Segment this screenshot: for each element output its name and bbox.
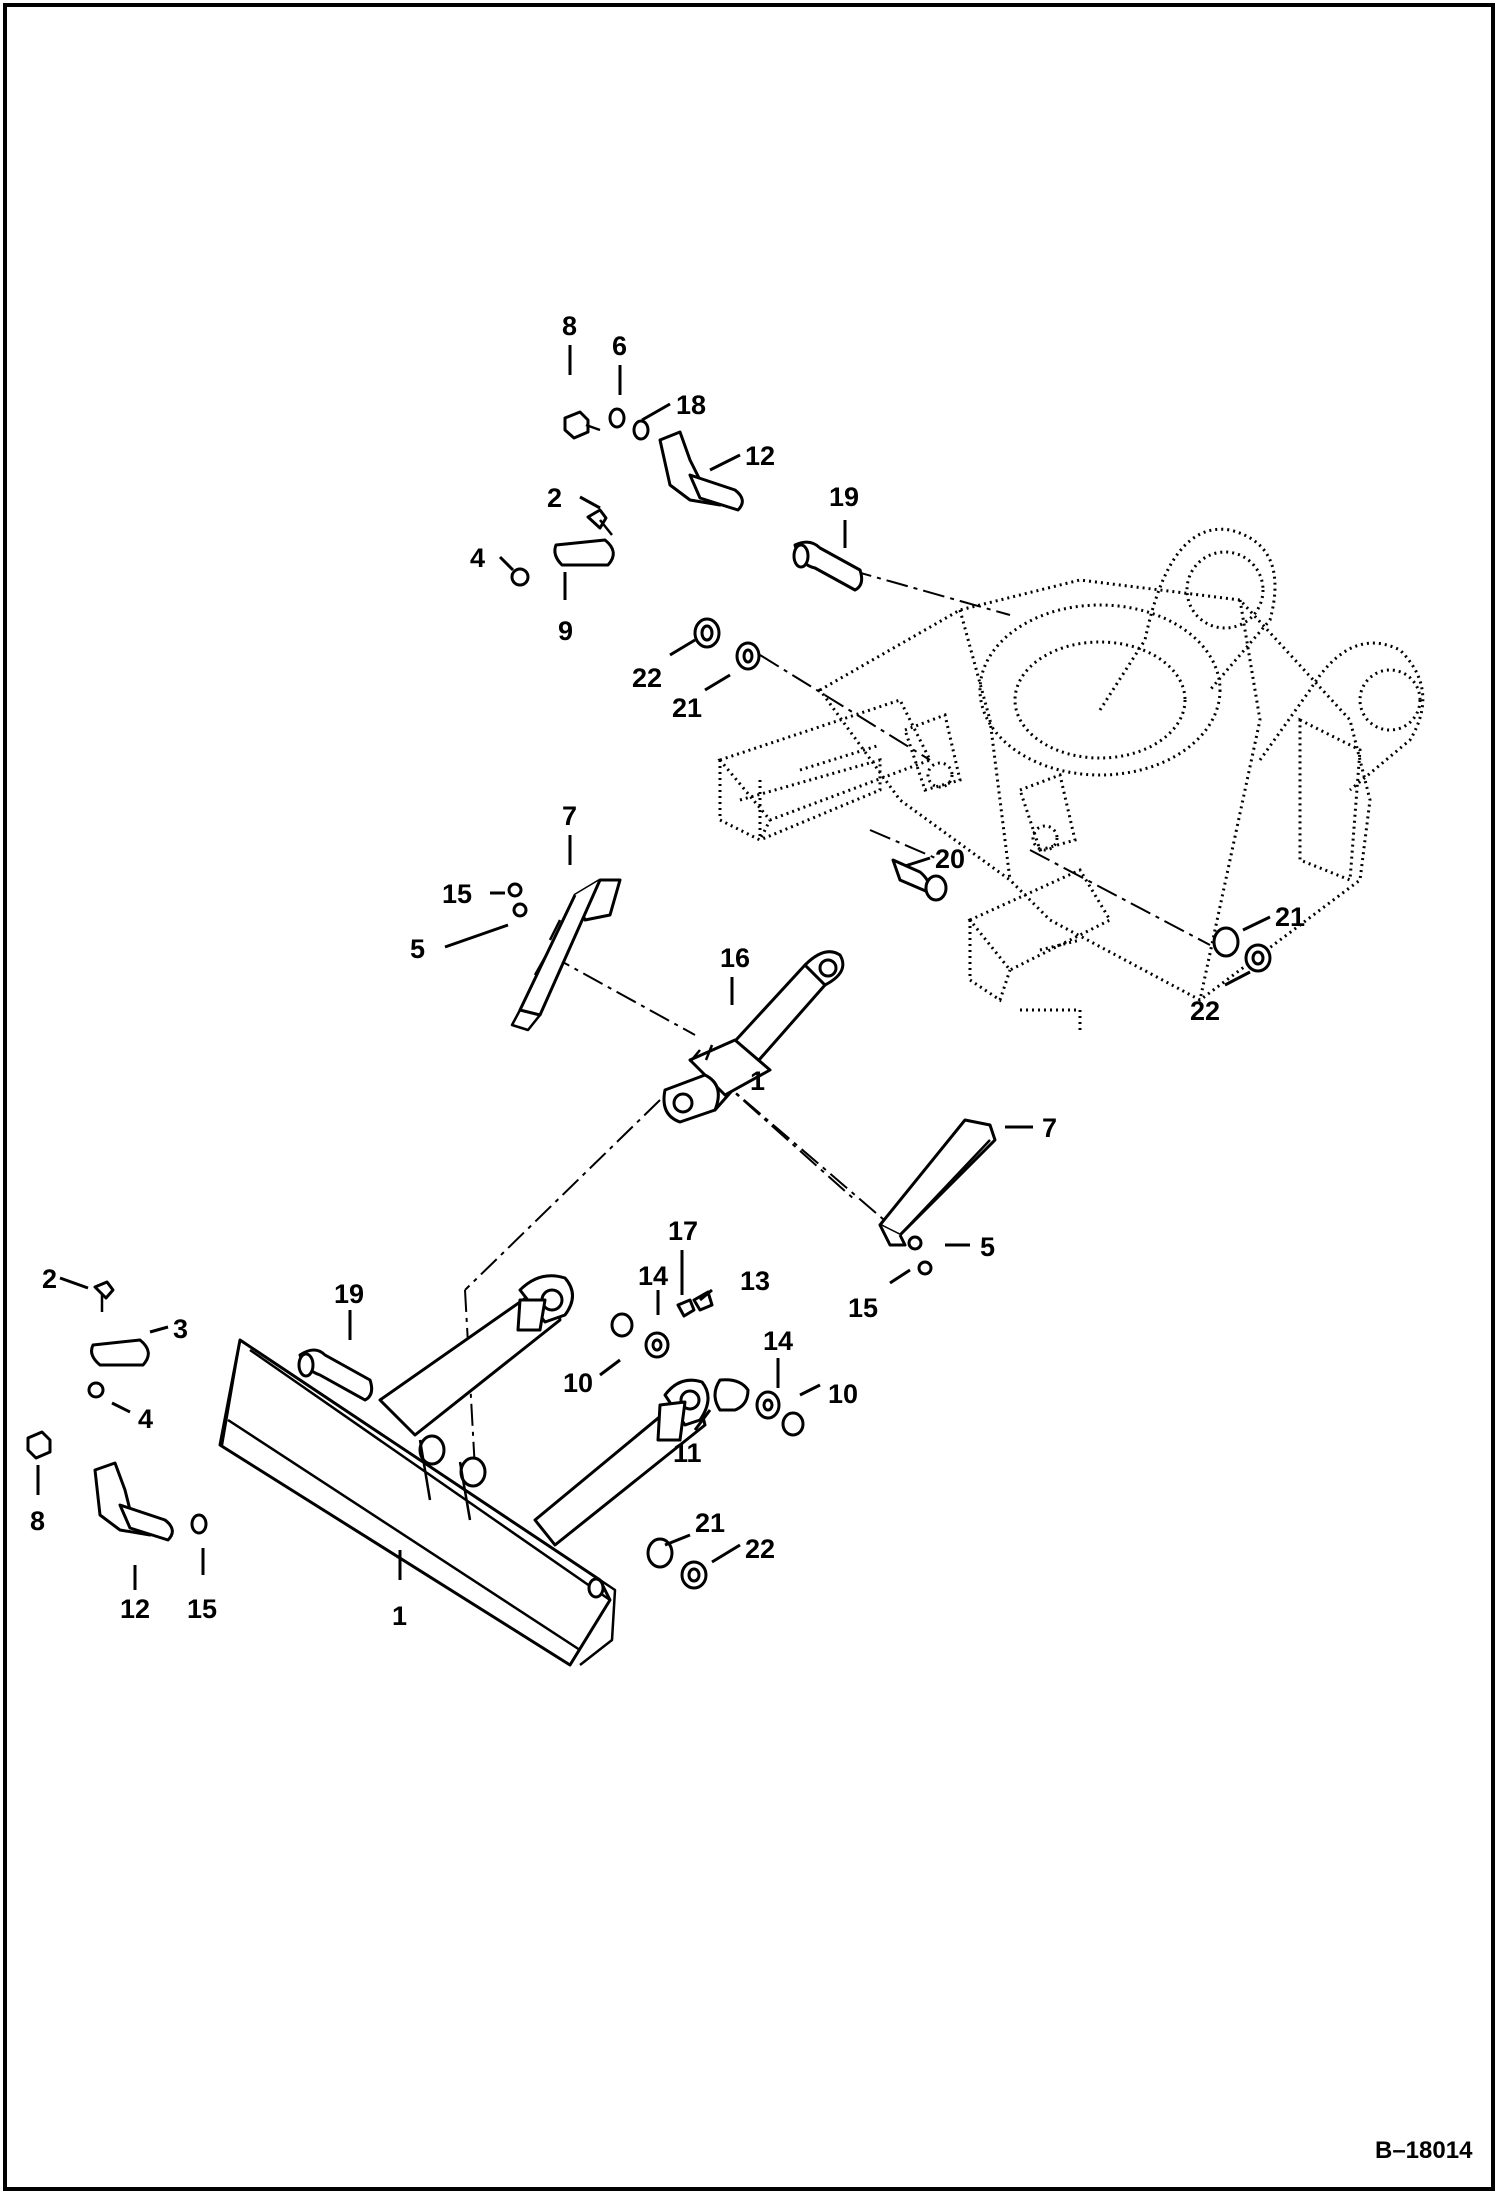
page-border [3, 3, 1495, 2191]
callout-5-lower: 5 [980, 1232, 995, 1262]
blade-arms [378, 1274, 710, 1547]
callout-7-upper: 7 [562, 801, 577, 831]
undercarriage-frame [717, 527, 1425, 1030]
callout-15-upper: 15 [442, 879, 472, 909]
callout-20: 20 [935, 844, 965, 874]
callout-1-cylinder: 1 [750, 1066, 765, 1096]
callout-15-bottom: 15 [187, 1594, 217, 1624]
pin-hardware-upper [510, 407, 1272, 973]
callout-21-lower: 21 [695, 1508, 725, 1538]
callout-7-lower: 7 [1042, 1113, 1057, 1143]
callout-13: 13 [740, 1266, 770, 1296]
callout-22-lower: 22 [745, 1534, 775, 1564]
callout-17: 17 [668, 1216, 698, 1246]
callout-4-upper: 4 [470, 543, 485, 573]
callout-12-lower: 12 [120, 1594, 150, 1624]
pin-hardware-lower [26, 1280, 805, 1590]
callout-10-left: 10 [563, 1368, 593, 1398]
callout-labels: 8 6 18 12 2 4 9 19 22 21 7 15 5 20 16 1 … [30, 311, 1305, 1631]
callout-14-upper: 14 [638, 1261, 668, 1291]
figure-reference-code: B–18014 [1375, 2137, 1473, 2164]
callout-1-blade: 1 [392, 1601, 407, 1631]
blade-cylinder [662, 950, 845, 1124]
cylinder-guard-lower [878, 1118, 997, 1276]
callout-8-upper: 8 [562, 311, 577, 341]
callout-16: 16 [720, 943, 750, 973]
leader-lines [36, 345, 1271, 1590]
dozer-blade [218, 1338, 617, 1667]
callout-11: 11 [673, 1438, 702, 1468]
callout-19-lower: 19 [334, 1279, 364, 1309]
callout-2-upper: 2 [547, 483, 562, 513]
cylinder-guard-upper [507, 878, 622, 1032]
callout-5-upper: 5 [410, 934, 425, 964]
callout-3: 3 [173, 1314, 188, 1344]
callout-19-upper: 19 [829, 482, 859, 512]
callout-9: 9 [558, 616, 573, 646]
callout-15-lower: 15 [848, 1293, 878, 1323]
callout-22-right: 22 [1190, 996, 1220, 1026]
callout-22-upper: 22 [632, 663, 662, 693]
callout-6: 6 [612, 331, 627, 361]
callout-10-right: 10 [828, 1379, 858, 1409]
callout-4-lower: 4 [138, 1404, 153, 1434]
callout-8-lower: 8 [30, 1506, 45, 1536]
callout-2-lower: 2 [42, 1264, 57, 1294]
assembly-center-lines [464, 569, 1211, 1471]
callout-12-upper: 12 [745, 441, 775, 471]
callout-21-upper: 21 [672, 693, 702, 723]
callout-21-right: 21 [1275, 902, 1305, 932]
callout-18: 18 [676, 390, 706, 420]
callout-14-lower: 14 [763, 1326, 793, 1356]
